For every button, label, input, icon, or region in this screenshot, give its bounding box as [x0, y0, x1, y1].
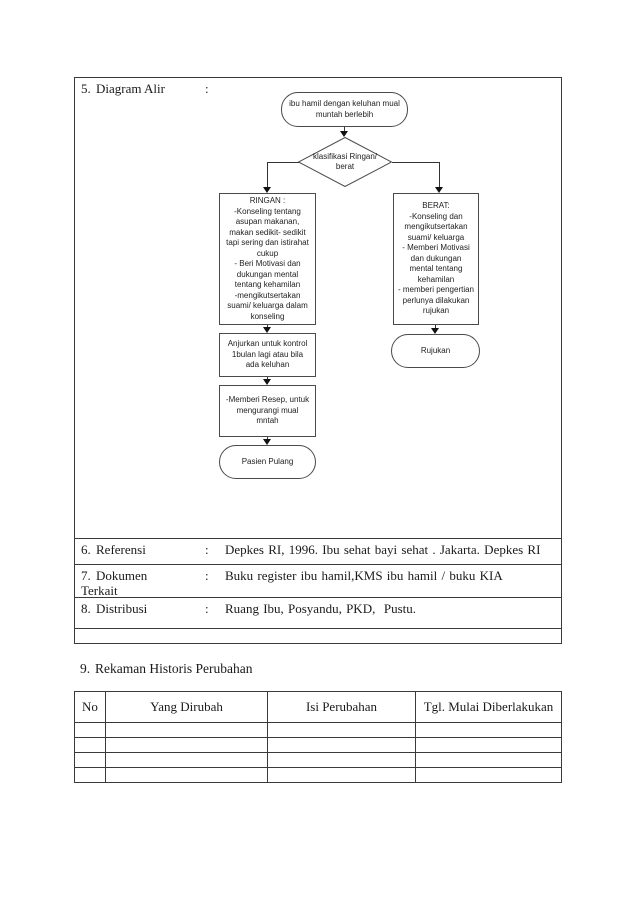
history-cell [416, 768, 561, 782]
history-cell [416, 738, 561, 752]
row-label: 7.Dokumen Terkait [81, 568, 205, 598]
row-label: 6. Referensi [81, 542, 205, 564]
flow-connector [268, 162, 299, 163]
row-empty [75, 628, 561, 643]
row-label: 8. Distribusi [81, 601, 205, 628]
row-content: Buku register ibu hamil,KMS ibu hamil / … [225, 568, 503, 583]
history-table: No Yang Dirubah Isi Perubahan Tgl. Mulai… [74, 691, 562, 783]
row-content: Depkes RI, 1996. Ibu sehat bayi sehat . … [225, 542, 541, 557]
arrow-down-icon [263, 327, 271, 333]
flow-decision-node: klasifikasi Ringan/ berat [298, 137, 392, 187]
row-number: 6. [81, 542, 91, 557]
row-label: 5. Diagram Alir [81, 81, 205, 538]
flow-connector [344, 127, 345, 132]
flow-start-node: ibu hamil dengan keluhan mual muntah ber… [281, 92, 408, 127]
arrow-down-icon [263, 379, 271, 385]
history-cell [268, 768, 416, 782]
flow-connector [267, 437, 268, 440]
flow-decision-label: klasifikasi Ringan/ berat [312, 151, 378, 172]
history-cell [75, 738, 106, 752]
history-cell [268, 753, 416, 767]
history-header-row: No Yang Dirubah Isi Perubahan Tgl. Mulai… [75, 692, 561, 723]
history-cell [416, 753, 561, 767]
history-header-yang-dirubah: Yang Dirubah [106, 692, 268, 722]
flow-anjurkan-node: Anjurkan untuk kontrol 1bulan lagi atau … [219, 333, 316, 377]
row-colon: : [205, 601, 209, 616]
section-number: 9. [80, 661, 91, 676]
arrow-down-icon [263, 187, 271, 193]
row-number: 8. [81, 601, 91, 616]
arrow-down-icon [435, 187, 443, 193]
history-cell [106, 738, 268, 752]
row-label-text: Diagram Alir [96, 81, 165, 96]
history-empty-row [75, 737, 561, 752]
flow-connector [267, 325, 268, 328]
row-content: Ruang Ibu, Posyandu, PKD, Pustu. [225, 601, 416, 616]
flow-ringan-node: RINGAN : -Konseling tentang asupan makan… [219, 193, 316, 325]
history-cell [106, 723, 268, 737]
flow-pasien-pulang-node: Pasien Pulang [219, 445, 316, 479]
flow-connector [439, 162, 440, 187]
arrow-down-icon [340, 131, 348, 137]
history-cell [268, 723, 416, 737]
flow-rujukan-node: Rujukan [391, 334, 480, 368]
row-number: 7. [81, 568, 91, 583]
row-dokumen-terkait: 7.Dokumen Terkait : Buku register ibu ha… [75, 564, 561, 598]
arrow-down-icon [431, 328, 439, 334]
diamond-shape [298, 137, 392, 187]
history-empty-row [75, 767, 561, 782]
row-colon: : [205, 568, 209, 583]
history-cell [106, 768, 268, 782]
history-cell [268, 738, 416, 752]
row-referensi: 6. Referensi : Depkes RI, 1996. Ibu sehat… [75, 538, 561, 564]
flowchart: ibu hamil dengan keluhan mual muntah ber… [75, 78, 561, 538]
row-label-text: Dokumen Terkait [81, 568, 148, 598]
row-colon: : [205, 542, 209, 557]
row-diagram-alir: 5. Diagram Alir : ibu hamil dengan keluha… [75, 78, 561, 538]
history-cell [75, 753, 106, 767]
history-empty-row [75, 723, 561, 737]
flow-connector [267, 162, 268, 187]
flow-connector [267, 377, 268, 380]
row-label-text: Distribusi [96, 601, 148, 616]
history-cell [75, 723, 106, 737]
history-header-no: No [75, 692, 106, 722]
row-distribusi: 8. Distribusi : Ruang Ibu, Posyandu, PKD,… [75, 597, 561, 628]
history-header-tgl-mulai: Tgl. Mulai Diberlakukan [423, 699, 554, 714]
row-number: 5. [81, 81, 91, 96]
history-header-isi-perubahan: Isi Perubahan [268, 692, 416, 722]
flow-resep-node: -Memberi Resep, untuk mengurangi mual mn… [219, 385, 316, 437]
sop-table: 5. Diagram Alir : ibu hamil dengan keluha… [74, 77, 562, 644]
history-empty-row [75, 752, 561, 767]
history-cell [416, 723, 561, 737]
section-title-text: Rekaman Historis Perubahan [95, 661, 253, 676]
row-label-text: Referensi [96, 542, 146, 557]
arrow-down-icon [263, 439, 271, 445]
flow-connector [392, 162, 440, 163]
history-section-title: 9. Rekaman Historis Perubahan [80, 661, 252, 677]
row-colon: : [205, 81, 209, 96]
history-cell [106, 753, 268, 767]
history-cell [75, 768, 106, 782]
flow-berat-node: BERAT: -Konseling dan mengikutsertakan s… [393, 193, 479, 325]
flow-connector [435, 325, 436, 329]
